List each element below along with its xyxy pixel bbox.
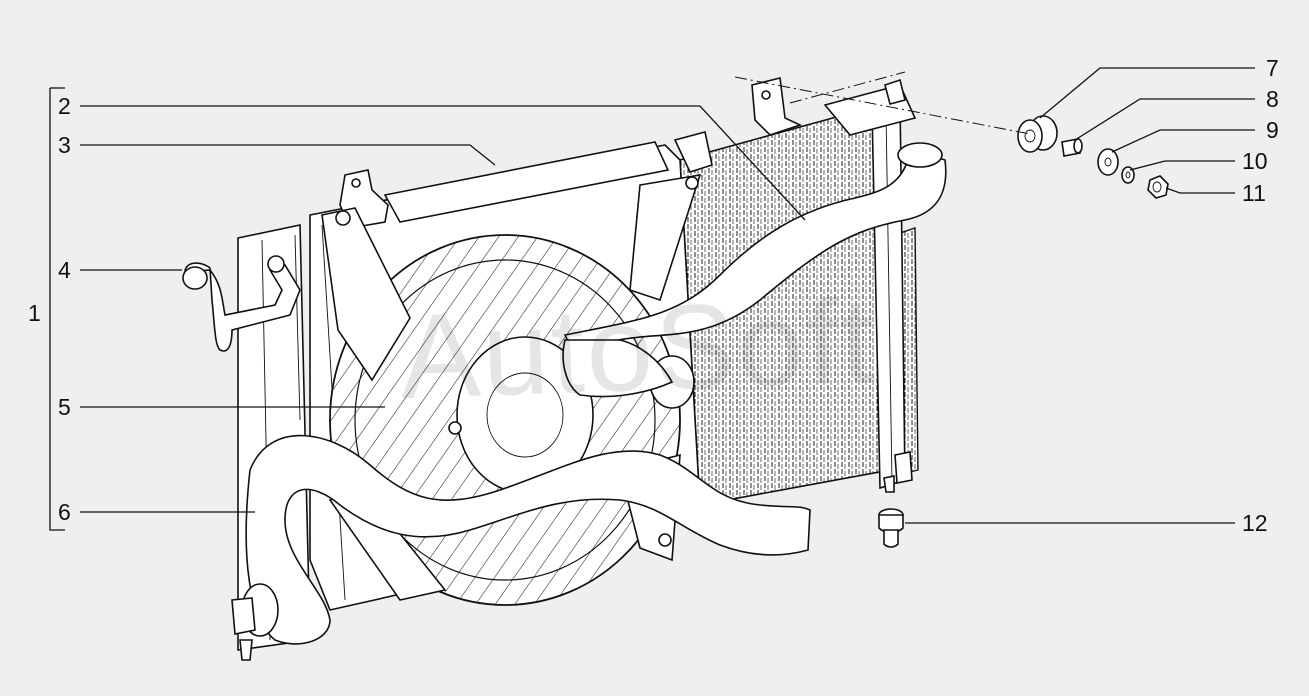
assembly-axis-line bbox=[734, 76, 1031, 135]
callout-10: 10 bbox=[1242, 148, 1268, 174]
callout-5: 5 bbox=[58, 394, 71, 420]
callout-6: 6 bbox=[58, 499, 71, 525]
callout-12: 12 bbox=[1242, 510, 1268, 536]
leader-8 bbox=[1074, 98, 1255, 141]
callout-2: 2 bbox=[58, 93, 71, 119]
washer-small bbox=[1121, 166, 1135, 184]
leader-lines bbox=[49, 67, 1255, 531]
bushing bbox=[1061, 138, 1083, 157]
callout-9: 9 bbox=[1266, 117, 1279, 143]
leader-11 bbox=[1165, 187, 1235, 194]
assembly-axis-line-2 bbox=[789, 71, 906, 104]
leader-10 bbox=[1129, 160, 1235, 171]
callout-3: 3 bbox=[58, 132, 71, 158]
callout-8: 8 bbox=[1266, 86, 1279, 112]
callout-7: 7 bbox=[1266, 55, 1279, 81]
callout-1: 1 bbox=[28, 300, 41, 326]
group-bracket bbox=[49, 88, 65, 531]
leader-9 bbox=[1111, 129, 1255, 153]
callout-4: 4 bbox=[58, 257, 71, 283]
leader-7 bbox=[1039, 67, 1255, 119]
rubber-cushion bbox=[1017, 115, 1058, 153]
leader-3 bbox=[80, 144, 496, 166]
overflow-pipe bbox=[182, 255, 301, 352]
upper-hose bbox=[562, 142, 947, 409]
radiator-feet bbox=[231, 451, 913, 661]
leader-2 bbox=[80, 105, 806, 221]
watermark: AutoSoft bbox=[397, 273, 879, 425]
washer-large bbox=[1097, 148, 1119, 176]
bottom-bushing bbox=[878, 508, 904, 548]
callout-11: 11 bbox=[1242, 180, 1266, 206]
nut bbox=[1147, 175, 1169, 199]
